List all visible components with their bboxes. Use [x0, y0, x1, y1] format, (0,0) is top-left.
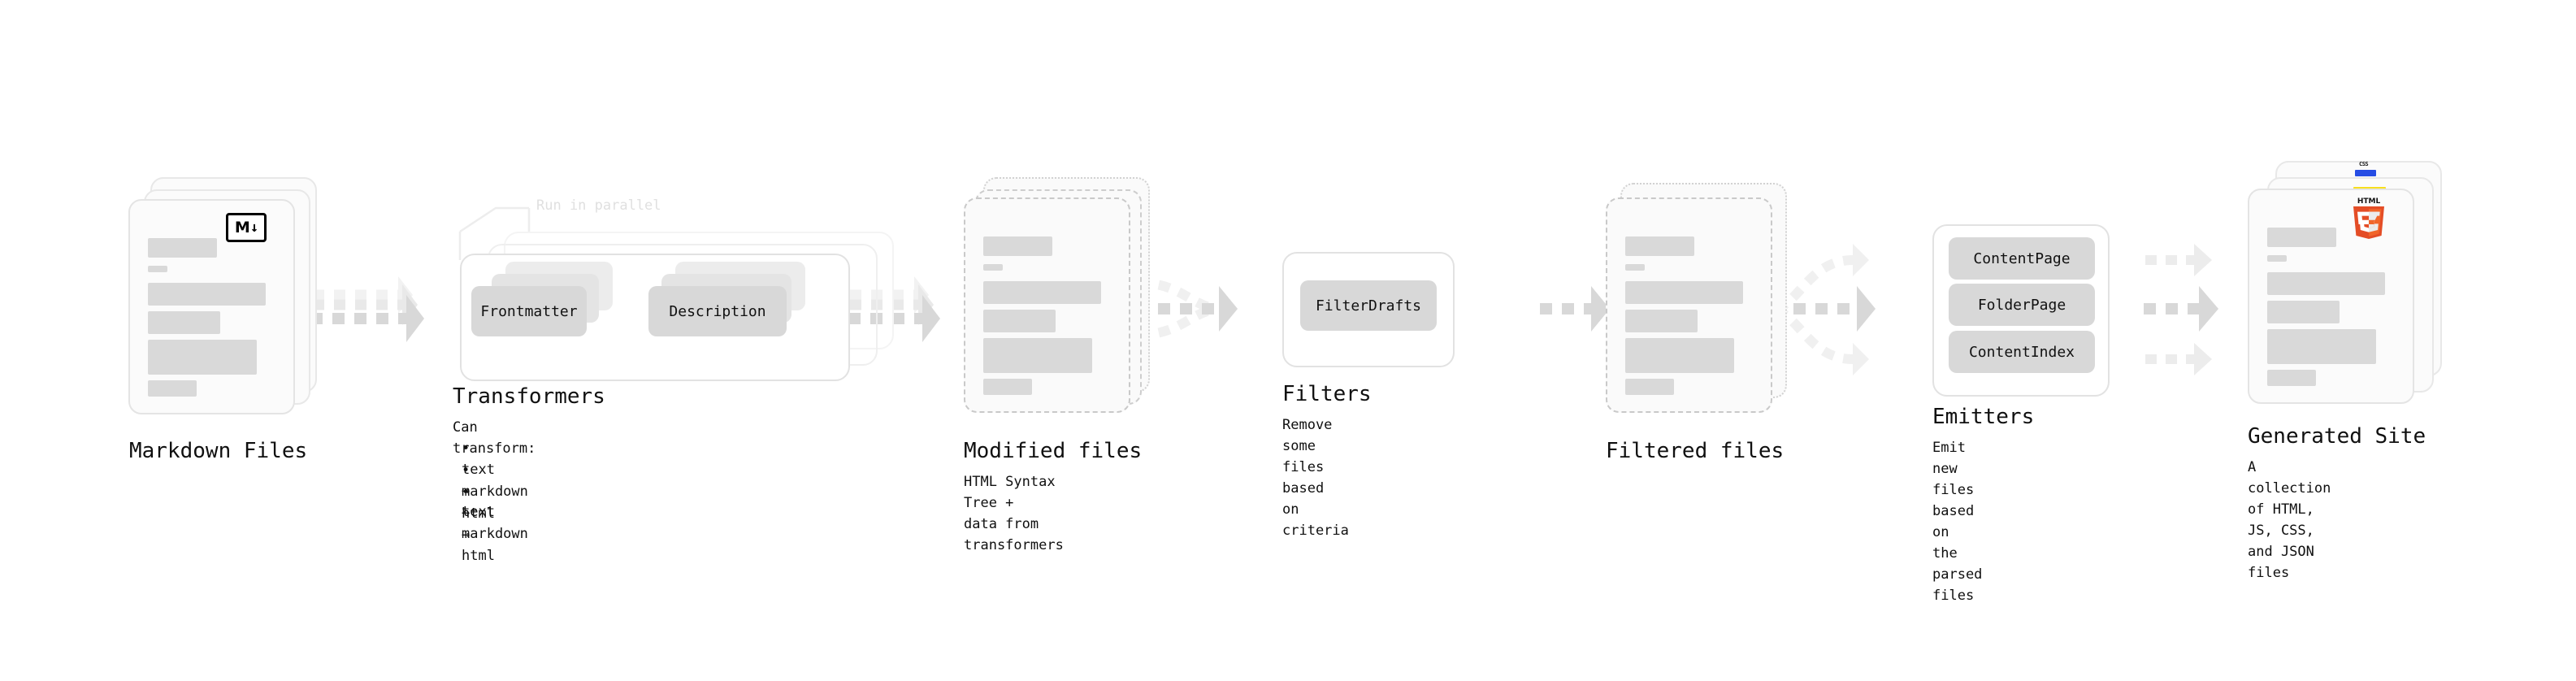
html5-icon-label: HTML — [2357, 197, 2381, 206]
page-title-modified-files: Modified files — [964, 439, 1143, 463]
page-title-filters: Filters — [1282, 382, 1372, 406]
arrow-filters-to-filtered — [1540, 286, 1610, 332]
page-title-generated-site: Generated Site — [2248, 424, 2426, 449]
skeleton-bar — [2267, 272, 2385, 295]
markdown-icon: M↓ — [226, 213, 267, 242]
markdown-icon-letter: M — [234, 218, 250, 236]
markdown-icon-arrow: ↓ — [249, 219, 258, 236]
filtered-file-card — [1606, 197, 1772, 413]
skeleton-bar — [2267, 228, 2336, 247]
filters-description: Remove some files based on criteria — [1282, 417, 1349, 539]
skeleton-bar — [983, 338, 1092, 373]
skeleton-bar — [983, 281, 1101, 304]
skeleton-bar — [2267, 329, 2376, 364]
emitter-pill-contentindex[interactable]: ContentIndex — [1949, 331, 2095, 373]
skeleton-bar — [1625, 281, 1743, 304]
page-title-markdown-files: Markdown Files — [129, 439, 308, 463]
css3-icon-label: CSS — [2359, 161, 2369, 167]
html5-icon: HTML — [2351, 197, 2387, 239]
emitters-description: Emit new files based on the parsed files — [1932, 440, 1983, 604]
transformers-bullet-text: • text → text — [462, 440, 495, 520]
modified-file-card — [964, 197, 1130, 413]
skeleton-bar — [2267, 255, 2287, 262]
skeleton-bar — [1625, 310, 1698, 332]
skeleton-bar — [983, 310, 1056, 332]
skeleton-bar — [148, 340, 257, 375]
markdown-file-card — [128, 199, 295, 414]
generated-site-card — [2248, 189, 2414, 404]
skeleton-bar — [1625, 379, 1674, 395]
arrow-emitters-to-site — [2144, 244, 2218, 375]
page-title-filtered-files: Filtered files — [1606, 439, 1785, 463]
skeleton-bar — [983, 379, 1032, 395]
transformers-bullet-markdown: • markdown → markdown — [462, 462, 528, 542]
transformer-pill-frontmatter[interactable]: Frontmatter — [471, 286, 587, 336]
skeleton-bar — [1625, 338, 1734, 373]
emitter-pill-contentpage[interactable]: ContentPage — [1949, 237, 2095, 280]
arrow-modified-to-filters — [1136, 278, 1238, 340]
transformers-bullet-html: • html → html — [462, 484, 495, 564]
emitter-pill-folderpage[interactable]: FolderPage — [1949, 284, 2095, 326]
page-title-transformers: Transformers — [453, 384, 605, 409]
skeleton-bar — [148, 238, 217, 258]
skeleton-bar — [983, 236, 1052, 256]
skeleton-bar — [2267, 370, 2316, 386]
page-title-emitters: Emitters — [1932, 405, 2035, 429]
arrow-filtered-to-emitters — [1772, 244, 1876, 375]
skeleton-bar — [148, 311, 220, 334]
transformer-pill-description[interactable]: Description — [648, 286, 787, 336]
skeleton-bar — [983, 264, 1003, 271]
skeleton-bar — [1625, 236, 1694, 256]
skeleton-bar — [148, 380, 197, 397]
filter-pill-filterdrafts[interactable]: FilterDrafts — [1300, 280, 1437, 331]
css3-icon — [2355, 170, 2376, 176]
modified-files-description: HTML Syntax Tree + data from transformer… — [964, 474, 1064, 553]
skeleton-bar — [148, 283, 266, 306]
generated-site-description: A collection of HTML, JS, CSS, and JSON … — [2248, 459, 2331, 581]
skeleton-bar — [1625, 264, 1645, 271]
arrow-markdown-to-transformers — [310, 276, 424, 342]
run-in-parallel-note: Run in parallel — [536, 197, 661, 214]
skeleton-bar — [148, 266, 167, 272]
transformers-description: Can transform: — [453, 419, 536, 457]
skeleton-bar — [2267, 301, 2340, 323]
